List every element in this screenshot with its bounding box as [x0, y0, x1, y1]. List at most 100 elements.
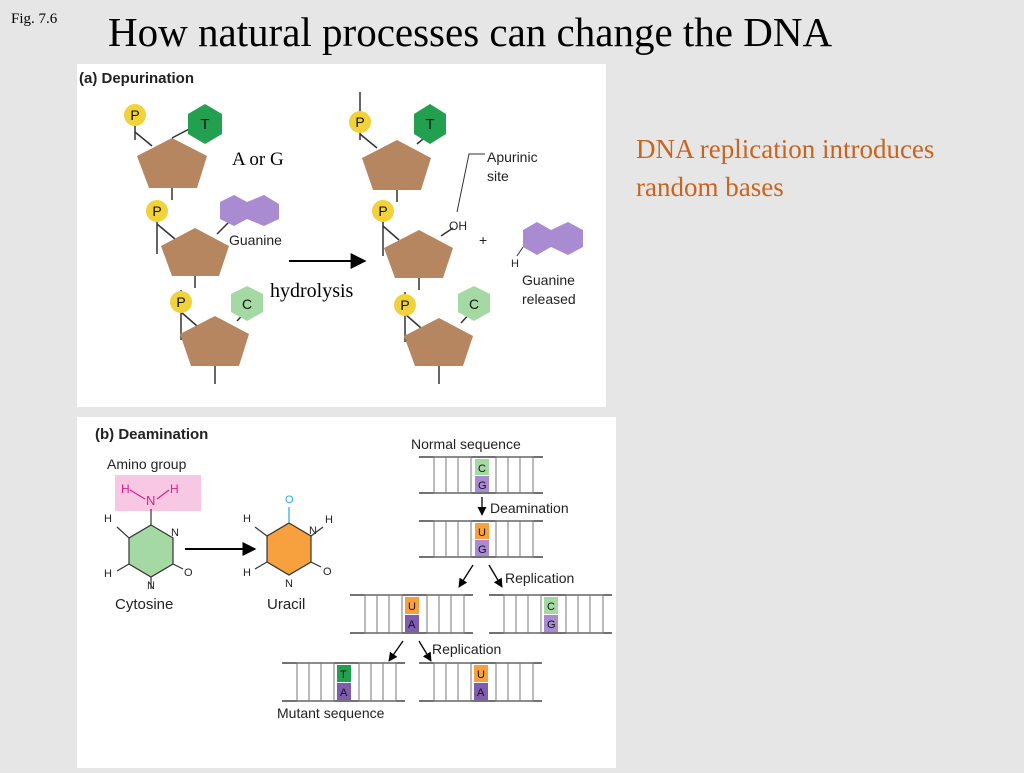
- base-a-label: A: [477, 687, 485, 699]
- phosphate-label: P: [176, 294, 185, 310]
- mutant-sequence-label: Mutant sequence: [277, 705, 385, 721]
- apurinic-label: Apurinic: [487, 149, 538, 165]
- dna-duplex-cg: C G: [489, 594, 612, 634]
- phosphate-shape: [394, 294, 416, 316]
- thymine-label: T: [200, 116, 209, 133]
- deamination-diagram: (b) Deamination Amino group H N H N N O …: [95, 426, 612, 721]
- base-pair-a: [405, 615, 419, 632]
- thymine-label: T: [425, 116, 434, 133]
- sugar-shape: [404, 318, 473, 366]
- amino-n: N: [146, 493, 155, 508]
- dna-duplex-ua-2: U A: [419, 662, 542, 702]
- a-or-g-label: A or G: [232, 149, 284, 170]
- thymine-base-shape: [414, 104, 446, 144]
- phosphate-shape: [124, 104, 146, 126]
- uracil-h: H: [243, 567, 251, 579]
- deamination-panel: (b) Deamination Amino group H N H N N O …: [77, 417, 616, 768]
- normal-sequence-label: Normal sequence: [411, 436, 521, 452]
- cytosine-label: Cytosine: [115, 596, 173, 613]
- phosphate-shape: [170, 291, 192, 313]
- guanine-released-label: released: [522, 291, 576, 307]
- base-u-label: U: [478, 527, 486, 539]
- phosphate-shape: [146, 200, 168, 222]
- dna-duplex-normal: C G: [419, 456, 543, 494]
- guanine-label: Guanine: [229, 232, 282, 248]
- replication-step-label: Replication: [505, 570, 574, 586]
- cytosine-base-shape: [458, 286, 490, 321]
- base-c-label: C: [478, 463, 486, 475]
- base-pair-g: [475, 540, 489, 556]
- dna-duplex-deaminated: U G: [419, 520, 543, 558]
- base-g-label: G: [478, 544, 487, 556]
- base-a-label: A: [408, 619, 416, 631]
- base-g-label: G: [547, 619, 556, 631]
- guanine-base-shape: [551, 222, 583, 255]
- phosphate-shape: [349, 111, 371, 133]
- amino-h-right: H: [170, 482, 179, 496]
- phosphate-label: P: [355, 114, 364, 130]
- cytosine-base-label: C: [469, 296, 479, 312]
- guanine-released-label: Guanine: [522, 272, 575, 288]
- uracil-o-top: O: [285, 494, 294, 506]
- uracil-o: O: [323, 566, 332, 578]
- base-t-label: T: [340, 669, 347, 681]
- cytosine-h: H: [104, 513, 112, 525]
- hydrolysis-label: hydrolysis: [270, 280, 354, 302]
- base-pair-u: [475, 523, 489, 539]
- base-pair-g: [544, 615, 558, 632]
- sugar-shape: [137, 138, 207, 188]
- base-pair-c: [475, 459, 489, 475]
- uracil-h: H: [243, 513, 251, 525]
- amino-group-highlight: [115, 475, 201, 511]
- right-strand: P T P OH P C: [349, 92, 490, 384]
- uracil-ring-n: N: [285, 578, 293, 590]
- base-u-label: U: [477, 669, 485, 681]
- base-pair-g: [475, 476, 489, 492]
- h-label: H: [511, 258, 519, 270]
- depurination-panel: (a) Depurination T P P Guanine P C A or …: [77, 64, 606, 407]
- sugar-shape: [180, 316, 249, 366]
- sugar-shape: [384, 230, 453, 278]
- phosphate-label: P: [130, 107, 139, 123]
- uracil-ring-n: N: [309, 525, 317, 537]
- guanine-base-shape: [247, 195, 279, 226]
- cytosine-h: H: [104, 568, 112, 580]
- phosphate-label: P: [378, 203, 387, 219]
- apurinic-leader-line: [456, 153, 485, 213]
- cytosine-o: O: [184, 567, 193, 579]
- sugar-shape: [161, 228, 229, 276]
- side-note: DNA replication introduces random bases: [636, 134, 935, 202]
- phosphate-shape: [372, 200, 394, 222]
- base-pair-a: [474, 683, 488, 700]
- depurination-heading: (a) Depurination: [79, 70, 194, 87]
- phosphate-label: P: [400, 297, 409, 313]
- cytosine-ring: [128, 524, 174, 578]
- deamination-step-label: Deamination: [490, 500, 569, 516]
- cytosine-base-shape: [231, 286, 263, 321]
- depurination-diagram: (a) Depurination T P P Guanine P C A or …: [79, 70, 583, 384]
- uracil-ring: [266, 522, 312, 576]
- uracil-label: Uracil: [267, 596, 305, 613]
- base-pair-t: [337, 665, 351, 682]
- plus-sign: +: [479, 232, 487, 248]
- base-pair-a: [337, 683, 351, 700]
- amino-h-left: H: [121, 482, 130, 496]
- dna-duplex-ua: U A: [350, 594, 473, 634]
- deamination-heading: (b) Deamination: [95, 426, 208, 443]
- base-c-label: C: [547, 601, 555, 613]
- dna-duplex-mutant: T A: [282, 662, 405, 702]
- thymine-base-shape: [188, 104, 222, 144]
- fig-label: Fig. 7.6: [11, 11, 58, 27]
- base-a-label: A: [340, 687, 348, 699]
- apurinic-label: site: [487, 168, 509, 184]
- uracil-h: H: [325, 514, 333, 526]
- base-pair-u: [405, 597, 419, 614]
- replication-step-label: Replication: [432, 641, 501, 657]
- base-g-label: G: [478, 480, 487, 492]
- phosphate-label: P: [152, 203, 161, 219]
- cytosine-ring-n: N: [171, 527, 179, 539]
- guanine-base-shape: [523, 222, 551, 255]
- slide-title: How natural processes can change the DNA: [108, 9, 833, 55]
- left-strand: T P P Guanine P C: [124, 104, 282, 384]
- sugar-shape: [362, 140, 431, 190]
